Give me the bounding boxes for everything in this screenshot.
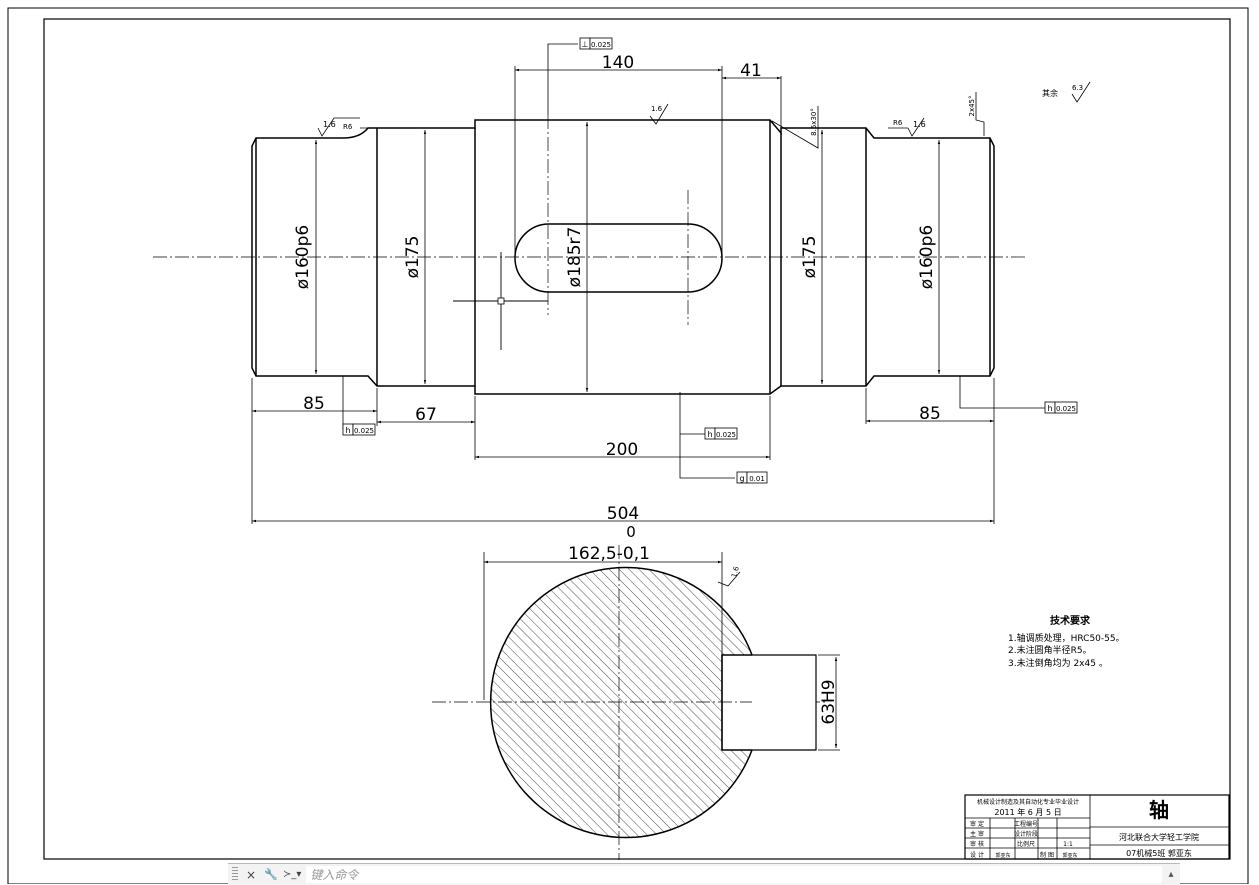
title-block-row-1[interactable]: 审 定 — [970, 820, 984, 828]
dim-dia185[interactable]: ø185r7 — [565, 227, 585, 288]
command-input[interactable] — [306, 866, 1162, 883]
dim-200[interactable]: 200 — [606, 440, 638, 460]
tol-bottom-value[interactable]: 0.01 — [749, 475, 765, 483]
title-block-row-2[interactable]: 主 审 — [970, 830, 984, 838]
dim-key-width[interactable]: 162,5-0,1 — [568, 544, 650, 564]
title-block-bottom-1[interactable]: 郭亚东 — [995, 852, 1010, 859]
dim-key-slot[interactable]: 63H9 — [819, 679, 839, 724]
title-block-cell-1[interactable]: 工程编号 — [1014, 820, 1038, 828]
dim-chamfer-end[interactable]: 2x45° — [968, 95, 976, 116]
dim-dia175-right[interactable]: ø175 — [800, 236, 820, 279]
command-bar-grip[interactable] — [232, 867, 238, 882]
dim-0[interactable]: 0 — [626, 523, 636, 541]
title-block-date[interactable]: 2011 年 6 月 5 日 — [994, 807, 1061, 817]
tol-mid-value[interactable]: 0.025 — [716, 431, 736, 439]
tol-mid-symbol[interactable]: h — [707, 430, 712, 439]
dim-dia175-left[interactable]: ø175 — [403, 236, 423, 279]
title-block-row-3[interactable]: 审 核 — [970, 840, 984, 848]
dim-67[interactable]: 67 — [415, 405, 437, 425]
command-history-icon[interactable]: ▴ — [1168, 869, 1174, 880]
dim-504[interactable]: 504 — [607, 504, 639, 524]
title-block-bottom-2[interactable]: 制 图 — [1040, 851, 1054, 859]
title-block-project[interactable]: 机械设计制造及其自动化专业毕业设计 — [977, 798, 1079, 806]
tol-right-value[interactable]: 0.025 — [1056, 405, 1076, 413]
dim-85-right[interactable]: 85 — [919, 404, 941, 424]
dim-dia160-left[interactable]: ø160p6 — [293, 225, 313, 289]
tol-top-value[interactable]: 0.025 — [591, 41, 611, 49]
title-block-cell-4[interactable]: 1:1 — [1063, 841, 1073, 848]
roughness-1-6-a[interactable]: 1.6 — [323, 120, 336, 129]
tol-bottom-symbol[interactable]: g — [739, 474, 744, 483]
roughness-1-6-d[interactable]: 1.6 — [730, 565, 741, 578]
wrench-icon[interactable]: 🔧 — [264, 868, 278, 881]
sheet-inner-border — [43, 18, 1231, 860]
dim-85-left[interactable]: 85 — [303, 394, 325, 414]
radius-r6-b[interactable]: R6 — [893, 119, 903, 127]
tolerance-leaders — [342, 43, 1045, 479]
title-block-row-4[interactable]: 设 计 — [970, 851, 984, 859]
tech-req-line3[interactable]: 3.未注倒角均为 2x45 。 — [1008, 657, 1108, 669]
roughness-rest-value[interactable]: 6.3 — [1072, 84, 1083, 92]
sheet-outer-border — [7, 7, 1249, 884]
chevron-down-icon: ▾ — [296, 869, 302, 880]
tol-left-symbol[interactable]: h — [345, 426, 350, 435]
title-block-class[interactable]: 07机械5班 郭亚东 — [1126, 848, 1192, 858]
command-prompt-icon[interactable]: ≻_▾ — [281, 866, 303, 884]
roughness-rest-label[interactable]: 其余 — [1042, 88, 1058, 98]
title-block-school[interactable]: 河北联合大学轻工学院 — [1119, 832, 1199, 842]
dimension-lines — [251, 66, 995, 524]
tol-right-symbol[interactable]: h — [1047, 404, 1052, 413]
tol-top-symbol[interactable]: ⊥ — [582, 40, 589, 49]
dim-chamfer-side[interactable]: 8.5x30° — [810, 108, 818, 136]
diameter-dim-lines — [314, 122, 941, 392]
dim-41[interactable]: 41 — [740, 61, 762, 81]
chamfer-leaders — [771, 92, 985, 149]
title-block-drawing-name[interactable]: 轴 — [1149, 798, 1169, 822]
dim-dia160-right[interactable]: ø160p6 — [917, 225, 937, 289]
roughness-1-6-c[interactable]: 1.6 — [913, 120, 926, 129]
tol-left-value[interactable]: 0.025 — [354, 427, 374, 435]
tech-req-title[interactable]: 技术要求 — [1050, 614, 1091, 627]
radius-r6-a[interactable]: R6 — [343, 123, 353, 131]
command-line-bar: × 🔧 ≻_▾ ▴ — [228, 863, 1180, 885]
tech-req-line1[interactable]: 1.轴调质处理，HRC50-55。 — [1008, 632, 1125, 644]
dim-140[interactable]: 140 — [602, 53, 634, 73]
roughness-symbols — [317, 81, 1091, 587]
section-view — [483, 552, 840, 839]
close-icon[interactable]: × — [245, 867, 257, 882]
tolerance-frames — [342, 37, 1078, 484]
title-block-cell-2[interactable]: 设计阶段 — [1014, 830, 1038, 838]
title-block-bottom-3[interactable]: 郭亚东 — [1062, 852, 1077, 859]
cursor-pickbox — [497, 297, 505, 305]
prompt-glyph: ≻_ — [283, 869, 297, 880]
tech-req-line2[interactable]: 2.未注圆角半径R5。 — [1008, 644, 1092, 656]
roughness-1-6-b[interactable]: 1.6 — [651, 105, 663, 113]
title-block-cell-3[interactable]: 比例尺 — [1017, 840, 1035, 848]
title-block-lines — [964, 794, 1230, 860]
